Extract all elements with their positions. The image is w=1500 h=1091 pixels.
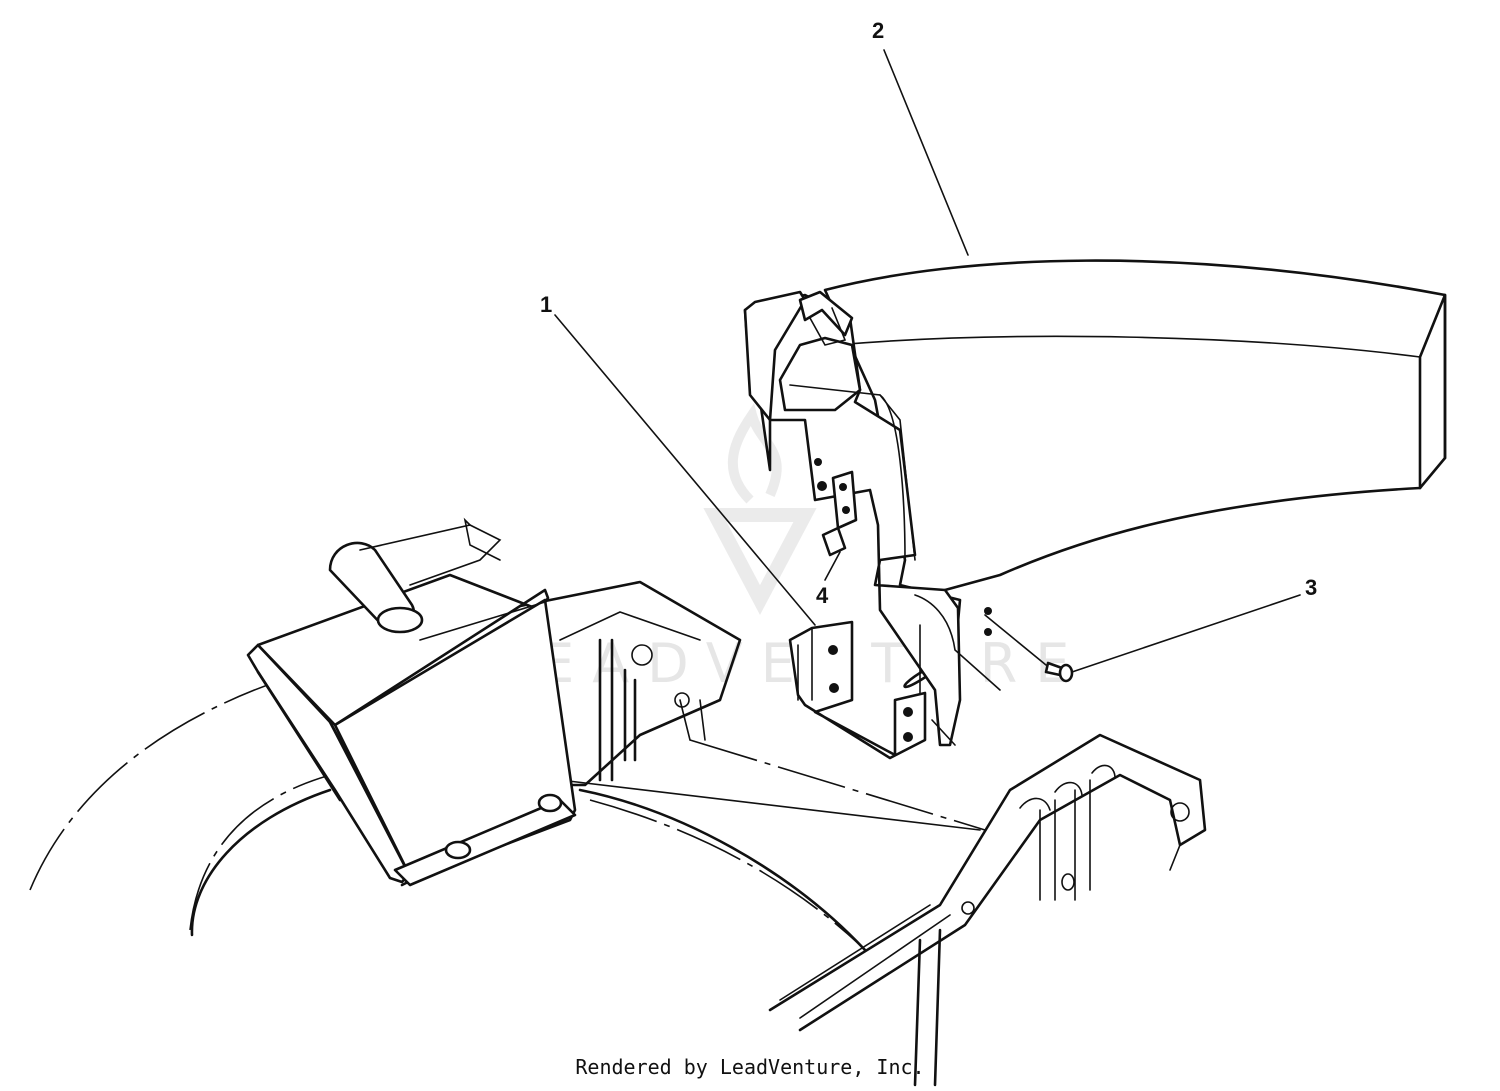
part-4-clip (821, 526, 847, 557)
watermark-text: LEADVENTURE (492, 632, 1087, 695)
part-2-chute (743, 259, 1447, 747)
watermark: LEADVENTURE (492, 403, 1087, 695)
callout-2: 2 (872, 18, 884, 43)
watermark-logo-icon (703, 403, 817, 615)
mower-deck (29, 580, 986, 952)
leader-line-3 (1071, 594, 1301, 673)
part-1-bracket (788, 620, 956, 760)
leader-line-2 (883, 49, 969, 256)
callout-4: 4 (816, 583, 829, 608)
footer-credit: Rendered by LeadVenture, Inc. (575, 1055, 925, 1079)
leader-line-4 (824, 551, 841, 581)
callout-3: 3 (1305, 575, 1317, 600)
leader-line-1 (554, 314, 816, 626)
callout-1: 1 (540, 292, 552, 317)
callouts: 1 2 3 4 (540, 18, 1317, 608)
frame-rail (768, 733, 1207, 1087)
deflector-box (246, 517, 577, 887)
part-3-bolt (984, 614, 1074, 683)
leader-lines (554, 49, 1301, 673)
